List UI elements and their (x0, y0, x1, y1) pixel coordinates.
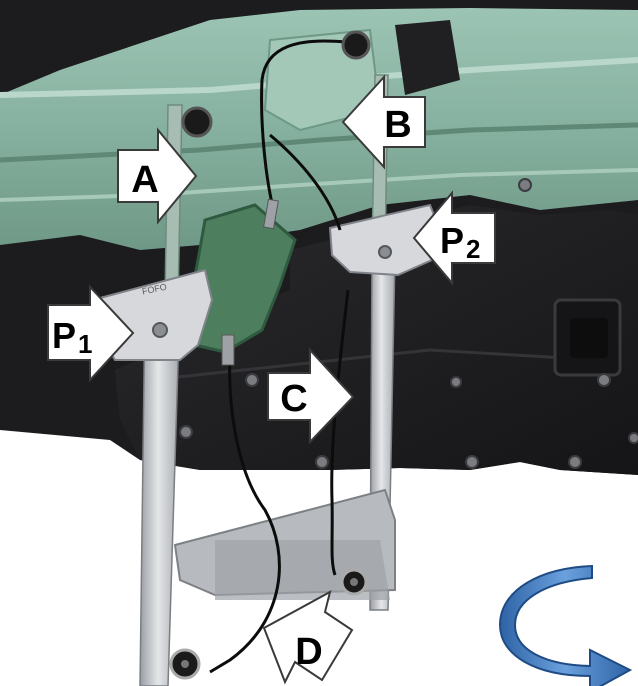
pulleys (169, 30, 371, 680)
callout-p1-sub: 1 (78, 329, 92, 359)
regulator-cables (209, 39, 350, 674)
callout-p2-sub: 2 (466, 234, 480, 264)
callout-a-label: A (131, 159, 158, 201)
panel-bolts (179, 178, 638, 469)
carrier-bracket-p2 (328, 203, 442, 277)
callout-p2-letter: P (440, 220, 464, 261)
callout-b-label: B (384, 104, 411, 146)
callout-a: A (117, 127, 198, 225)
callout-c-label: C (280, 378, 307, 420)
callout-p1: P 1 (47, 284, 135, 383)
callout-p2: P 2 (412, 190, 496, 286)
callout-d: D (262, 590, 354, 685)
callout-b: B (341, 74, 426, 170)
callout-c: C (267, 347, 355, 445)
rotation-arrow-icon (498, 564, 633, 686)
callout-p1-letter: P (52, 315, 76, 356)
callout-d-label: D (295, 631, 322, 673)
